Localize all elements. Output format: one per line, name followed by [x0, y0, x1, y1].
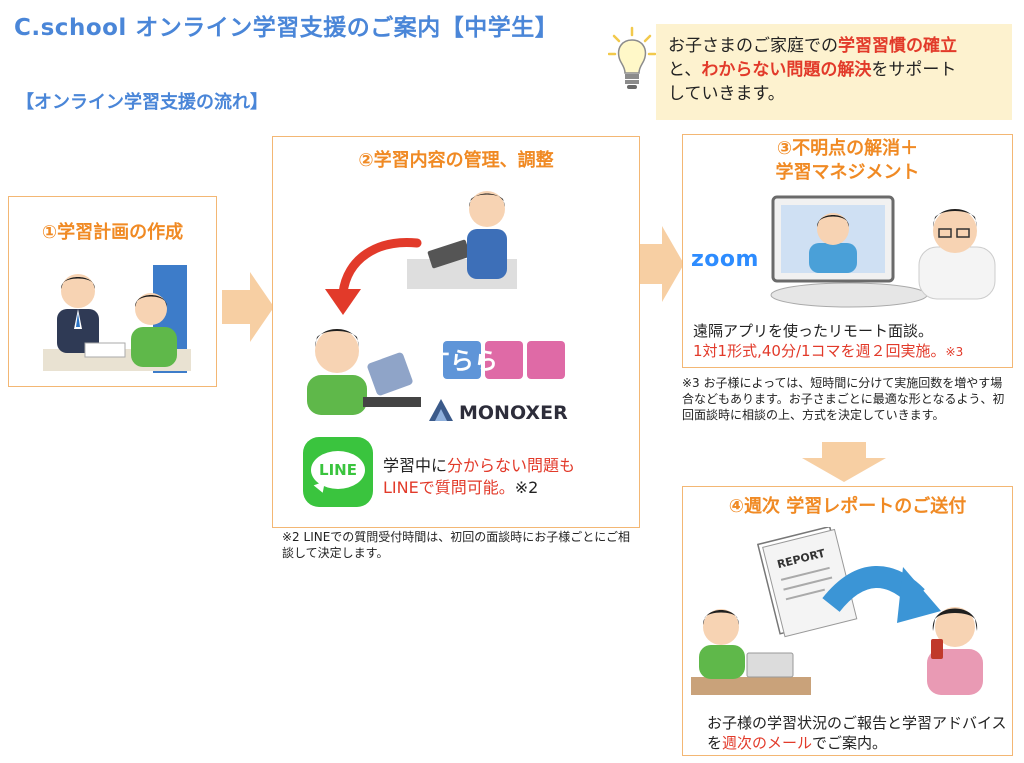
step2-box: ②学習内容の管理、調整 すらら MONOXER LINE 学習中に分からない — [272, 136, 640, 528]
consultation-illustration — [43, 265, 191, 373]
intro-text: お子さまのご家庭での — [668, 36, 838, 56]
section-subtitle: 【オンライン学習支援の流れ】 — [16, 92, 268, 113]
remote-meeting-illustration — [770, 195, 996, 308]
line-support-text: 学習中に分からない問題も LINEで質問可能。※2 — [383, 455, 633, 499]
report-sending-illustration: REPORT — [691, 527, 983, 695]
step3-title-line2: 学習マネジメント — [775, 162, 920, 183]
step4-box: ④週次 学習レポートのご送付 REPORT お子様の学習状況のご報告と学習アドバ… — [682, 486, 1013, 756]
surala-logo-text: すらら — [443, 347, 498, 375]
flow-arrow-down-icon — [802, 442, 886, 482]
zoom-logo-text: zoom — [691, 247, 759, 272]
step3-box: ③不明点の解消＋ 学習マネジメント zoom 遠隔アプリを使ったリモート面談。 … — [682, 134, 1013, 368]
step4-desc-text: お子様の学習状況のご報告と学習アドバイスを — [707, 714, 1007, 752]
step3-description: 遠隔アプリを使ったリモート面談。 1対1形式,40分/1コマを週２回実施。※3 — [693, 321, 1009, 362]
light-bulb-icon — [608, 26, 656, 89]
line-text-emphasis: LINEで質問可能。 — [383, 478, 515, 497]
monoxer-logo-text: MONOXER — [459, 402, 568, 424]
step3-desc-text: 遠隔アプリを使ったリモート面談。 — [693, 322, 934, 340]
intro-text: していきます。 — [668, 84, 785, 104]
line-logo-text: LINE — [319, 461, 357, 479]
flow-arrow-right-icon — [222, 272, 274, 342]
flow-arrow-right-icon — [640, 226, 684, 302]
line-logo-icon: LINE — [303, 437, 373, 507]
step4-desc-emphasis: 週次のメール — [722, 734, 813, 752]
monoxer-logo-icon: MONOXER — [429, 399, 568, 424]
line-text-emphasis: 分からない問題も — [447, 456, 576, 475]
intro-emphasis: 学習習慣の確立 — [838, 36, 957, 56]
step3-footnote: ※3 お子様によっては、短時間に分けて実施回数を増やす場合などもあります。お子さ… — [682, 376, 1005, 422]
step2-title: ②学習内容の管理、調整 — [358, 150, 554, 171]
step2-footnote: ※2 LINEでの質問受付時間は、初回の面談時にお子様ごとにご相談して決定します… — [282, 530, 631, 560]
intro-message: お子さまのご家庭での学習習慣の確立 と、わからない問題の解決をサポート していき… — [656, 24, 1012, 120]
step4-title: ④週次 学習レポートのご送付 — [728, 496, 967, 517]
page-title: C.school オンライン学習支援のご案内【中学生】 — [14, 15, 559, 41]
step1-box: ①学習計画の作成 — [8, 196, 217, 387]
intro-emphasis: わからない問題の解決 — [701, 60, 872, 80]
step3-title-line1: ③不明点の解消＋ — [776, 138, 919, 159]
footnote-mark: ※3 — [945, 345, 964, 359]
line-text: 学習中に — [383, 456, 448, 475]
footnote-mark: ※2 — [514, 478, 539, 497]
intro-text: をサポート — [871, 60, 957, 80]
study-management-illustration — [307, 191, 517, 415]
step1-title: ①学習計画の作成 — [41, 222, 184, 243]
step4-desc-text: でご案内。 — [812, 734, 888, 752]
intro-text: と、 — [668, 60, 702, 80]
step3-desc-emphasis: 1対1形式,40分/1コマを週２回実施。 — [693, 342, 946, 360]
surala-logo-icon: すらら — [443, 341, 565, 379]
step4-description: お子様の学習状況のご報告と学習アドバイスを週次のメールでご案内。 — [707, 713, 1007, 753]
